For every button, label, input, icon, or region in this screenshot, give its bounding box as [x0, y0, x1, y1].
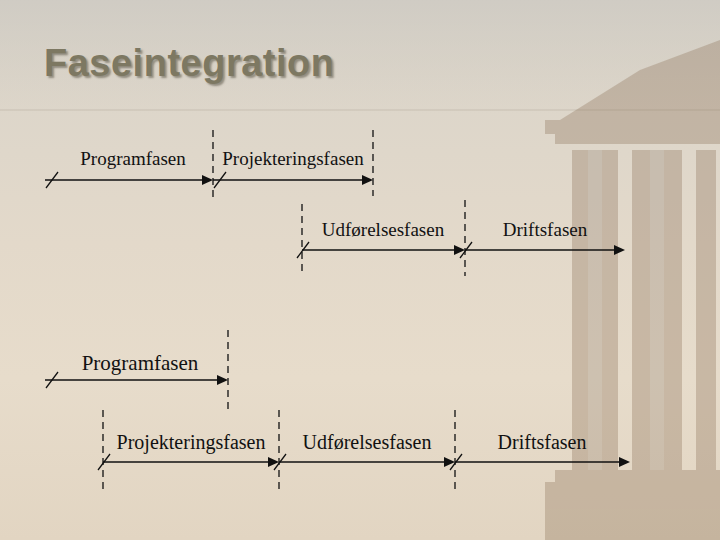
phase-label: Projekteringsfasen	[222, 149, 363, 170]
phase-label: Projekteringsfasen	[117, 431, 266, 453]
phase-label: Driftsfasen	[498, 431, 587, 453]
phase-label: Udførelsesfasen	[303, 431, 432, 453]
slide-title: Faseintegration	[44, 42, 334, 85]
phase-label: Programfasen	[82, 352, 199, 375]
phase-label: Driftsfasen	[503, 220, 587, 241]
phase-label: Udførelsesfasen	[322, 220, 444, 241]
phase-label: Programfasen	[80, 149, 186, 170]
